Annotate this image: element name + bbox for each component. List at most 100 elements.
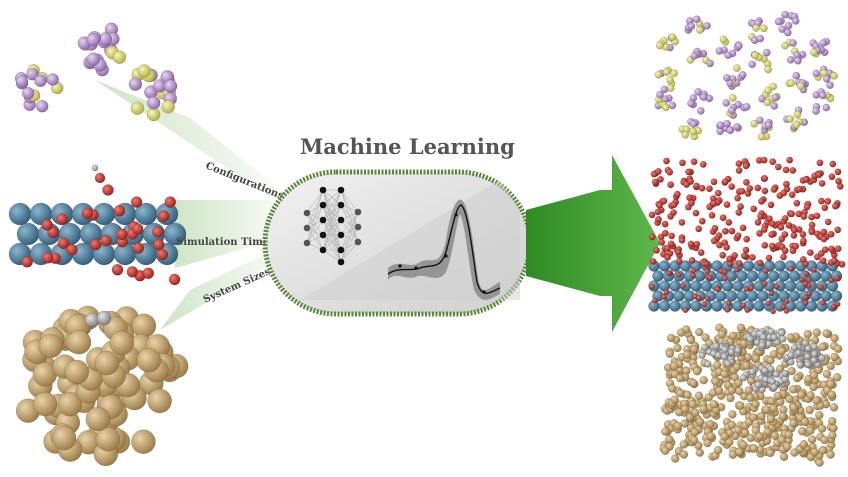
- oxygen-atom: [811, 266, 818, 273]
- oxygen-atom: [756, 229, 763, 237]
- oxygen-atom: [761, 281, 768, 287]
- gold-atom: [689, 378, 698, 388]
- yellow-atom: [689, 127, 697, 136]
- gold-atom: [57, 391, 83, 417]
- nn-edge: [340, 226, 359, 263]
- oxygen-atom: [773, 283, 780, 290]
- oxygen-atom: [130, 196, 143, 208]
- purple-atom: [696, 106, 705, 115]
- gold-atom: [757, 411, 766, 421]
- gold-atom: [699, 404, 708, 414]
- oxygen-atom: [835, 177, 843, 185]
- metal-atom: [694, 270, 706, 282]
- metal-atom: [658, 300, 671, 312]
- oxygen-atom: [761, 187, 769, 195]
- oxygen-atom: [724, 307, 731, 313]
- oxygen-atom: [126, 266, 139, 278]
- purple-atom: [822, 74, 831, 83]
- gold-atom: [736, 401, 745, 410]
- yellow-atom: [764, 86, 773, 95]
- platinum-atom: [787, 358, 795, 366]
- oxygen-atom: [735, 209, 743, 216]
- oxygen-atom: [754, 218, 762, 226]
- gold-atom: [692, 366, 702, 376]
- oxygen-atom: [828, 277, 834, 284]
- metal-atom: [732, 280, 744, 292]
- metal-atom: [700, 280, 713, 292]
- gold-atom: [833, 344, 843, 354]
- oxygen-atom: [780, 304, 787, 311]
- purple-atom: [819, 39, 827, 47]
- gold-atom: [829, 423, 838, 433]
- gold-atom: [686, 335, 696, 345]
- purple-atom: [26, 67, 39, 81]
- oxygen-atom: [803, 271, 809, 277]
- gold-atom: [826, 450, 835, 459]
- purple-atom: [86, 32, 100, 47]
- purple-atom: [687, 22, 696, 30]
- oxygen-atom: [680, 283, 686, 289]
- oxygen-atom: [754, 184, 762, 192]
- platinum-atom: [701, 343, 709, 352]
- oxygen-atom: [734, 232, 742, 240]
- oxygen-atom: [806, 290, 813, 297]
- oxygen-atom: [168, 273, 181, 286]
- oxygen-atom: [798, 276, 805, 283]
- yellow-atom: [769, 82, 778, 91]
- gold-atom: [789, 403, 798, 412]
- oxygen-atom: [648, 211, 656, 219]
- purple-atom: [792, 71, 801, 80]
- oxygen-atom: [728, 183, 736, 191]
- oxygen-atom: [695, 225, 703, 233]
- oxygen-atom: [725, 218, 733, 226]
- purple-atom: [722, 99, 731, 107]
- oxygen-atom: [692, 209, 700, 217]
- gold-atom: [773, 391, 783, 401]
- oxygen-atom: [748, 284, 755, 291]
- gold-atom: [751, 426, 761, 435]
- nn-node: [337, 186, 345, 194]
- oxide-water-interface-large: [648, 156, 846, 315]
- metal-atom: [788, 290, 801, 302]
- purple-atom: [774, 17, 783, 26]
- oxygen-atom: [765, 254, 773, 262]
- oxygen-atom: [674, 248, 682, 256]
- gold-atom: [685, 413, 695, 422]
- oxygen-atom: [47, 226, 59, 239]
- purple-atom: [668, 101, 677, 110]
- oxygen-atom: [781, 214, 789, 222]
- oxygen-atom: [131, 223, 144, 235]
- platinum-atom: [778, 329, 786, 337]
- nn-edge: [322, 189, 342, 206]
- purple-atom: [723, 73, 731, 82]
- nn-node: [303, 209, 311, 217]
- platinum-atom: [770, 383, 778, 391]
- oxygen-atom: [734, 194, 742, 202]
- oxygen-atom: [828, 245, 836, 253]
- yellow-atom: [130, 101, 145, 115]
- oxygen-atom: [834, 275, 840, 281]
- purple-atom: [716, 121, 725, 129]
- purple-atom: [738, 71, 747, 79]
- oxygen-atom: [664, 244, 671, 252]
- oxygen-atom: [670, 201, 678, 209]
- purple-atom: [789, 39, 797, 47]
- oxygen-atom: [100, 234, 112, 247]
- purple-atom: [699, 93, 708, 101]
- oxygen-atom: [711, 224, 719, 232]
- oxygen-atom: [664, 253, 671, 261]
- metal-atom: [746, 290, 759, 302]
- oxygen-atom: [696, 295, 702, 301]
- platinum-atom: [704, 360, 712, 368]
- gold-atom: [751, 399, 760, 409]
- gold-atom: [706, 419, 715, 429]
- gold-atom: [769, 350, 779, 359]
- yellow-atom: [760, 24, 768, 33]
- oxygen-atom: [657, 175, 664, 183]
- yellow-atom: [750, 119, 759, 128]
- oxygen-atom: [654, 208, 662, 216]
- yellow-atom: [670, 69, 678, 78]
- oxygen-atom: [663, 157, 670, 165]
- nn-edge: [340, 241, 359, 263]
- gold-atom: [769, 403, 778, 413]
